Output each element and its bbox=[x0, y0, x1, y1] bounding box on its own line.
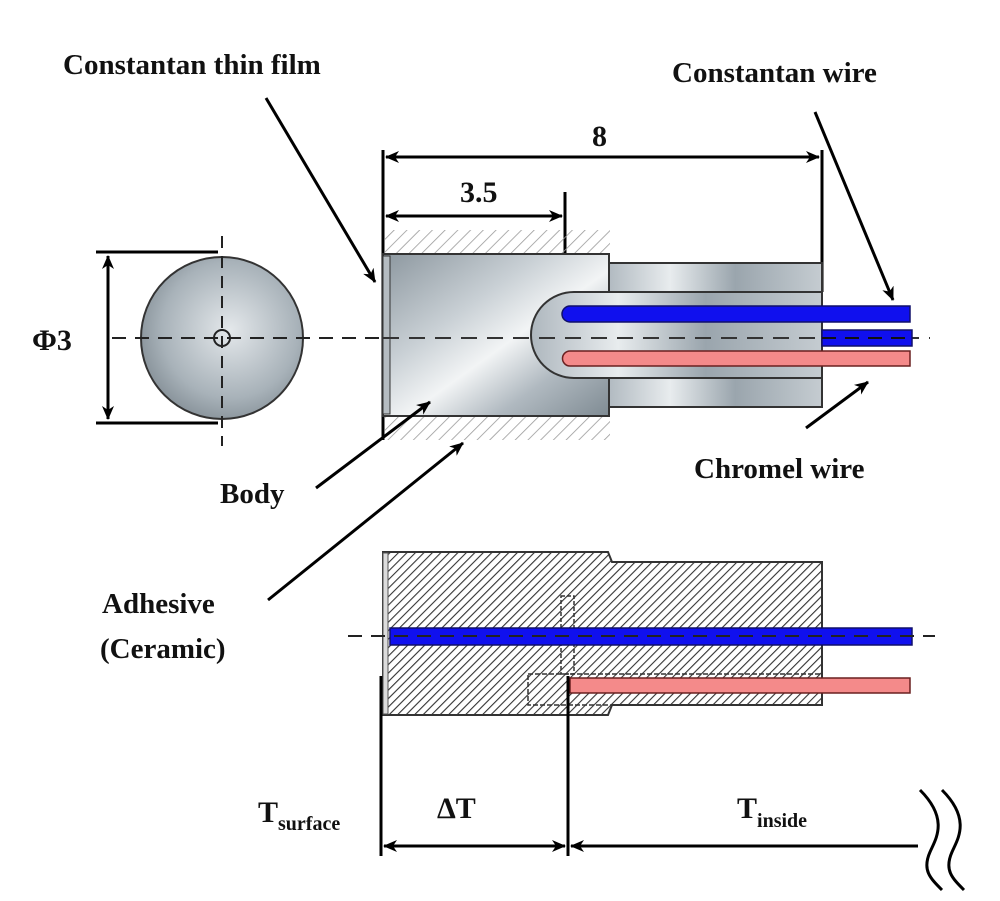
label-body: Body bbox=[220, 478, 285, 510]
adhesive-top-hatch bbox=[385, 230, 610, 254]
dimension-label-3-5: 3.5 bbox=[460, 176, 498, 209]
constantan-wire-upper bbox=[561, 305, 911, 323]
label-chromel-wire: Chromel wire bbox=[694, 453, 865, 485]
t-surface-sub: surface bbox=[278, 813, 340, 835]
label-constantan-wire: Constantan wire bbox=[672, 57, 877, 89]
label-delta-t: ΔT bbox=[437, 792, 476, 825]
chromel-wire-side bbox=[561, 350, 911, 367]
leader-body bbox=[315, 400, 431, 490]
label-t-inside: Tinside bbox=[737, 792, 807, 832]
dimension-label-diameter: Φ3 bbox=[32, 324, 72, 357]
adhesive-bottom-hatch bbox=[385, 416, 610, 440]
label-t-surface: Tsurface bbox=[258, 796, 340, 835]
chromel-wire-section bbox=[569, 677, 911, 694]
chromel-cavity bbox=[527, 673, 823, 706]
leader-adhesive bbox=[267, 441, 464, 602]
t-inside-sub: inside bbox=[757, 810, 807, 832]
leader-chromel-wire bbox=[805, 380, 869, 430]
center-hole bbox=[213, 329, 231, 347]
label-adhesive: Adhesive bbox=[102, 588, 215, 620]
constantan-thin-film-layer bbox=[382, 255, 391, 415]
t-surface-main: T bbox=[258, 796, 278, 829]
t-inside-main: T bbox=[737, 792, 757, 825]
leader-constantan-film bbox=[264, 97, 377, 283]
dimension-label-8: 8 bbox=[592, 120, 607, 153]
leader-constantan-wire bbox=[813, 111, 895, 301]
break-symbol-icon bbox=[918, 788, 966, 892]
cross-section-film bbox=[382, 552, 389, 715]
label-constantan-thin-film: Constantan thin film bbox=[63, 49, 321, 81]
label-adhesive-ceramic: (Ceramic) bbox=[100, 633, 226, 665]
